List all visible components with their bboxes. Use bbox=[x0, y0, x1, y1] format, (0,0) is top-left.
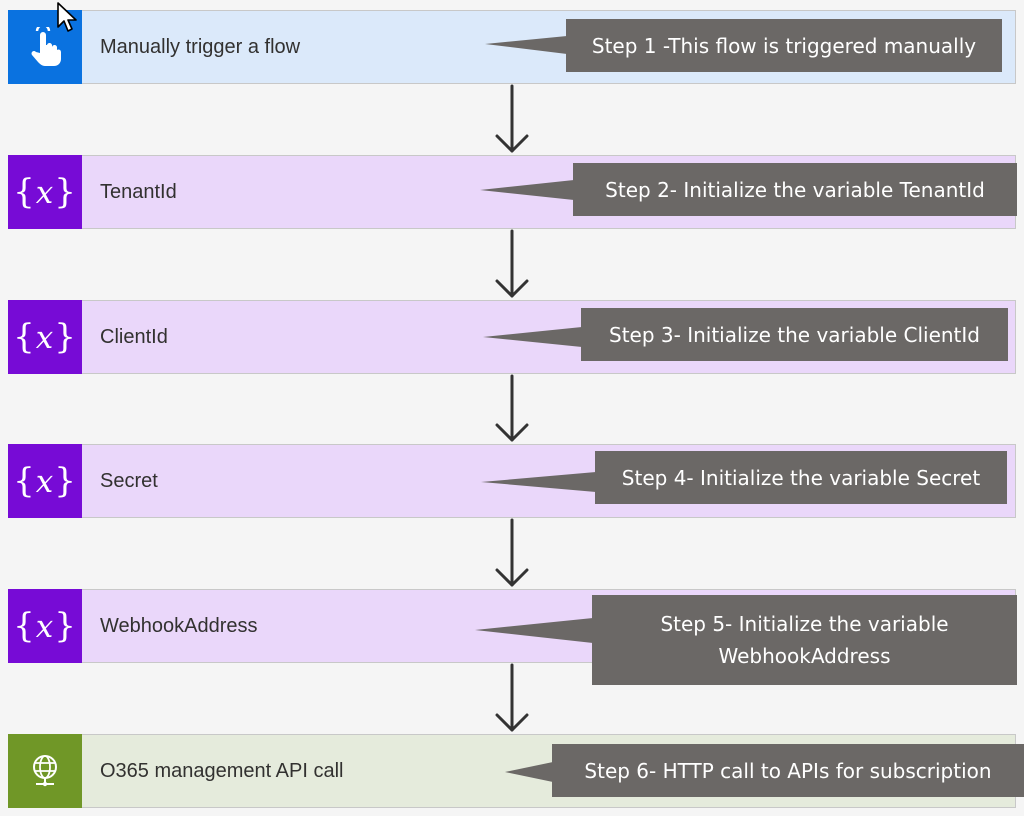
step-title: O365 management API call bbox=[100, 759, 344, 782]
step-title: WebhookAddress bbox=[100, 614, 258, 637]
callout-tail bbox=[481, 472, 596, 492]
connector-arrow-head bbox=[495, 279, 529, 298]
callout-tail bbox=[483, 327, 582, 347]
variable-icon: {x} bbox=[8, 154, 82, 229]
callout-tail bbox=[505, 762, 553, 782]
step-5-callout: Step 5- Initialize the variable WebhookA… bbox=[592, 595, 1017, 685]
step-1-callout: Step 1 -This flow is triggered manually bbox=[566, 19, 1002, 72]
step-title: Secret bbox=[100, 469, 158, 492]
connector-arrow-head bbox=[495, 568, 529, 587]
step-title: TenantId bbox=[100, 180, 177, 203]
variable-icon: {x} bbox=[8, 443, 82, 518]
callout-tail bbox=[480, 180, 574, 200]
step-title: ClientId bbox=[100, 325, 168, 348]
step-3-callout: Step 3- Initialize the variable ClientId bbox=[581, 308, 1008, 361]
variable-icon: {x} bbox=[8, 588, 82, 663]
globe-icon bbox=[8, 733, 82, 808]
mouse-cursor-icon bbox=[57, 2, 77, 32]
step-2-callout: Step 2- Initialize the variable TenantId bbox=[573, 163, 1017, 216]
step-4-callout: Step 4- Initialize the variable Secret bbox=[595, 451, 1007, 504]
callout-tail bbox=[475, 618, 593, 643]
variable-icon: {x} bbox=[8, 299, 82, 374]
connector-arrow-head bbox=[495, 713, 529, 732]
connector-arrow-head bbox=[495, 423, 529, 442]
connector-arrow-head bbox=[495, 134, 529, 153]
step-title: Manually trigger a flow bbox=[100, 35, 301, 58]
callout-tail bbox=[485, 36, 567, 54]
step-6-callout: Step 6- HTTP call to APIs for subscripti… bbox=[552, 744, 1024, 797]
